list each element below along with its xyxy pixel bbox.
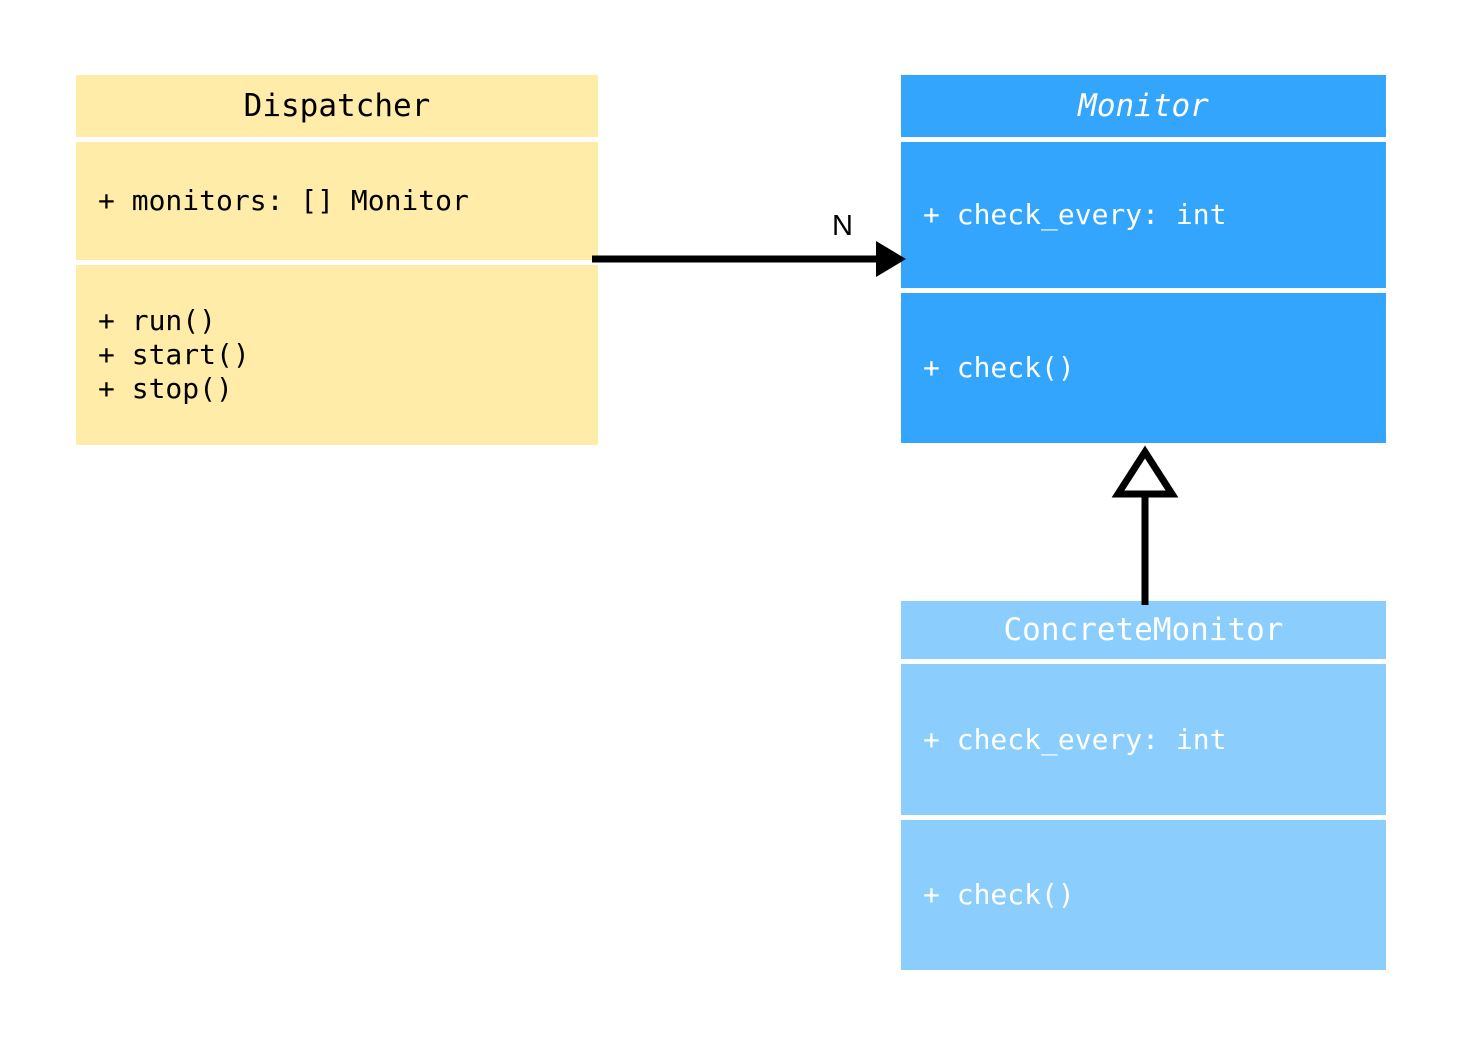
class-operations-compartment: + run() + start() + stop(): [76, 265, 598, 445]
attribute-row: + monitors: [] Monitor: [98, 184, 469, 217]
operation-row: + check(): [923, 351, 1075, 384]
class-title-compartment: Monitor: [901, 75, 1386, 137]
uml-class-monitor[interactable]: Monitor + check_every: int + check(): [901, 75, 1386, 443]
class-name-dispatcher: Dispatcher: [243, 87, 431, 124]
operation-row: + start(): [98, 338, 250, 371]
class-attributes-compartment: + monitors: [] Monitor: [76, 142, 598, 260]
class-attributes-compartment: + check_every: int: [901, 142, 1386, 288]
class-name-monitor: Monitor: [1078, 87, 1209, 124]
operation-row: + check(): [923, 878, 1075, 911]
operation-row: + stop(): [98, 372, 233, 405]
class-attributes-compartment: + check_every: int: [901, 664, 1386, 815]
class-operations-compartment: + check(): [901, 293, 1386, 443]
class-title-compartment: Dispatcher: [76, 75, 598, 137]
uml-class-concretemonitor[interactable]: ConcreteMonitor + check_every: int + che…: [901, 601, 1386, 970]
generalization-concretemonitor-to-monitor: [1111, 445, 1179, 605]
operation-row: + run(): [98, 304, 217, 337]
uml-class-dispatcher[interactable]: Dispatcher + monitors: [] Monitor + run(…: [76, 75, 598, 445]
attribute-row: + check_every: int: [923, 722, 1227, 756]
generalization-hollow-triangle-icon: [1111, 445, 1179, 498]
attribute-row: + check_every: int: [923, 198, 1227, 231]
association-dispatcher-to-monitor: [592, 241, 906, 277]
class-name-concretemonitor: ConcreteMonitor: [1003, 611, 1284, 648]
class-operations-compartment: + check(): [901, 820, 1386, 970]
association-multiplicity-label: N: [832, 210, 853, 242]
class-title-compartment: ConcreteMonitor: [901, 601, 1386, 659]
